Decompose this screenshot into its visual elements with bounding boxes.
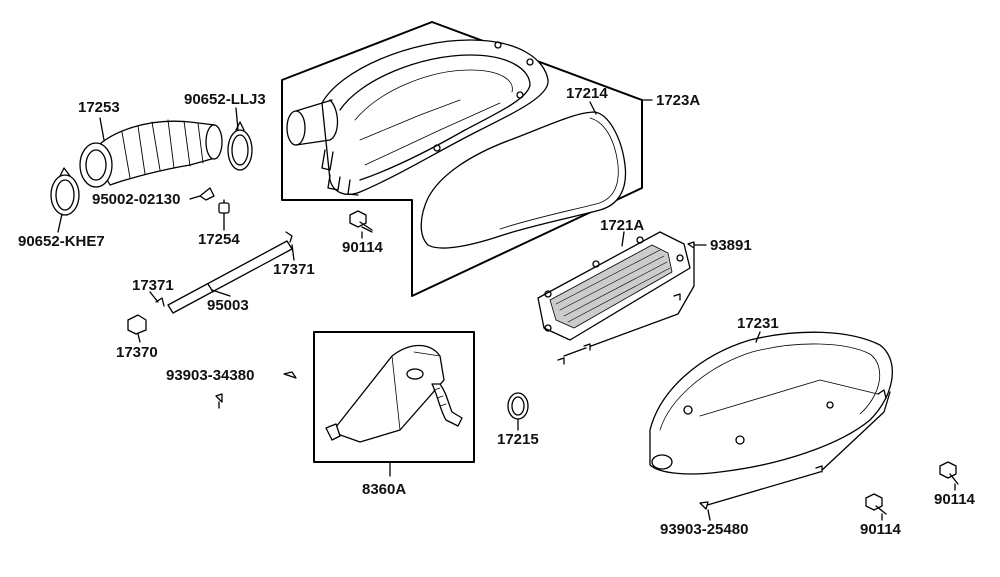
gasket-17214 [420,101,627,249]
label-90114-right: 90114 [934,491,975,508]
leader-95002-02130 [189,195,201,200]
fitting-17254 [218,199,230,231]
assembly-outline-1723a [281,21,643,297]
leader-17371-right [291,244,295,261]
clip-95002-02130 [189,187,215,201]
label-93903-25480: 93903-25480 [660,521,749,538]
label-95003: 95003 [207,297,249,314]
air-cleaner-case-cover-17231 [649,331,893,475]
label-95002-02130: 95002-02130 [92,191,181,208]
clamp-17215 [507,392,529,431]
leader-17214 [589,101,597,115]
connecting-tube-17253 [79,117,223,188]
leader-90652-llj3 [235,107,239,131]
leader-17371-left [149,291,159,303]
bolt-90114-right [939,461,959,491]
label-90652-khe7: 90652-KHE7 [18,233,105,250]
leader-93903-25480 [707,509,711,521]
bolt-90114-top [349,210,373,239]
resonator-8360a [325,344,463,443]
leader-17253 [99,117,105,141]
label-17370: 17370 [116,344,158,361]
label-17214: 17214 [566,85,608,102]
assembly-outline-8360a [313,331,475,463]
plug-17370 [127,314,147,343]
clamp-17371-right [285,231,295,261]
leader-95003 [211,289,231,297]
leader-17231 [755,331,761,343]
label-17254: 17254 [198,231,240,248]
label-17215: 17215 [497,431,539,448]
label-90652-llj3: 90652-LLJ3 [184,91,266,108]
label-17371-right: 17371 [273,261,315,278]
clamp-90652-llj3 [227,107,253,171]
clamp-90652-khe7 [50,167,80,233]
label-17253: 17253 [78,99,120,116]
label-90114-top: 90114 [342,239,383,256]
air-cleaner-case [286,39,549,196]
leader-1721a [621,231,625,247]
label-1723a: 1723A [656,92,701,109]
label-93903-34380: 93903-34380 [166,367,255,384]
screws-93903-34380 [215,371,297,409]
leader-90652-khe7 [57,213,63,233]
leader-17370 [137,333,141,343]
screws-93903-25480 [699,389,891,521]
clamp-17371-left [149,291,165,307]
label-17371-left: 17371 [132,277,174,294]
label-17231: 17231 [737,315,779,332]
filter-element-1721a [537,231,691,341]
bolt-90114-bottom [865,493,887,521]
label-93891: 93891 [710,237,752,254]
screws-93891 [557,241,707,365]
label-90114-bottom: 90114 [860,521,901,538]
label-8360a: 8360A [362,481,407,498]
label-1721a: 1721A [600,217,645,234]
